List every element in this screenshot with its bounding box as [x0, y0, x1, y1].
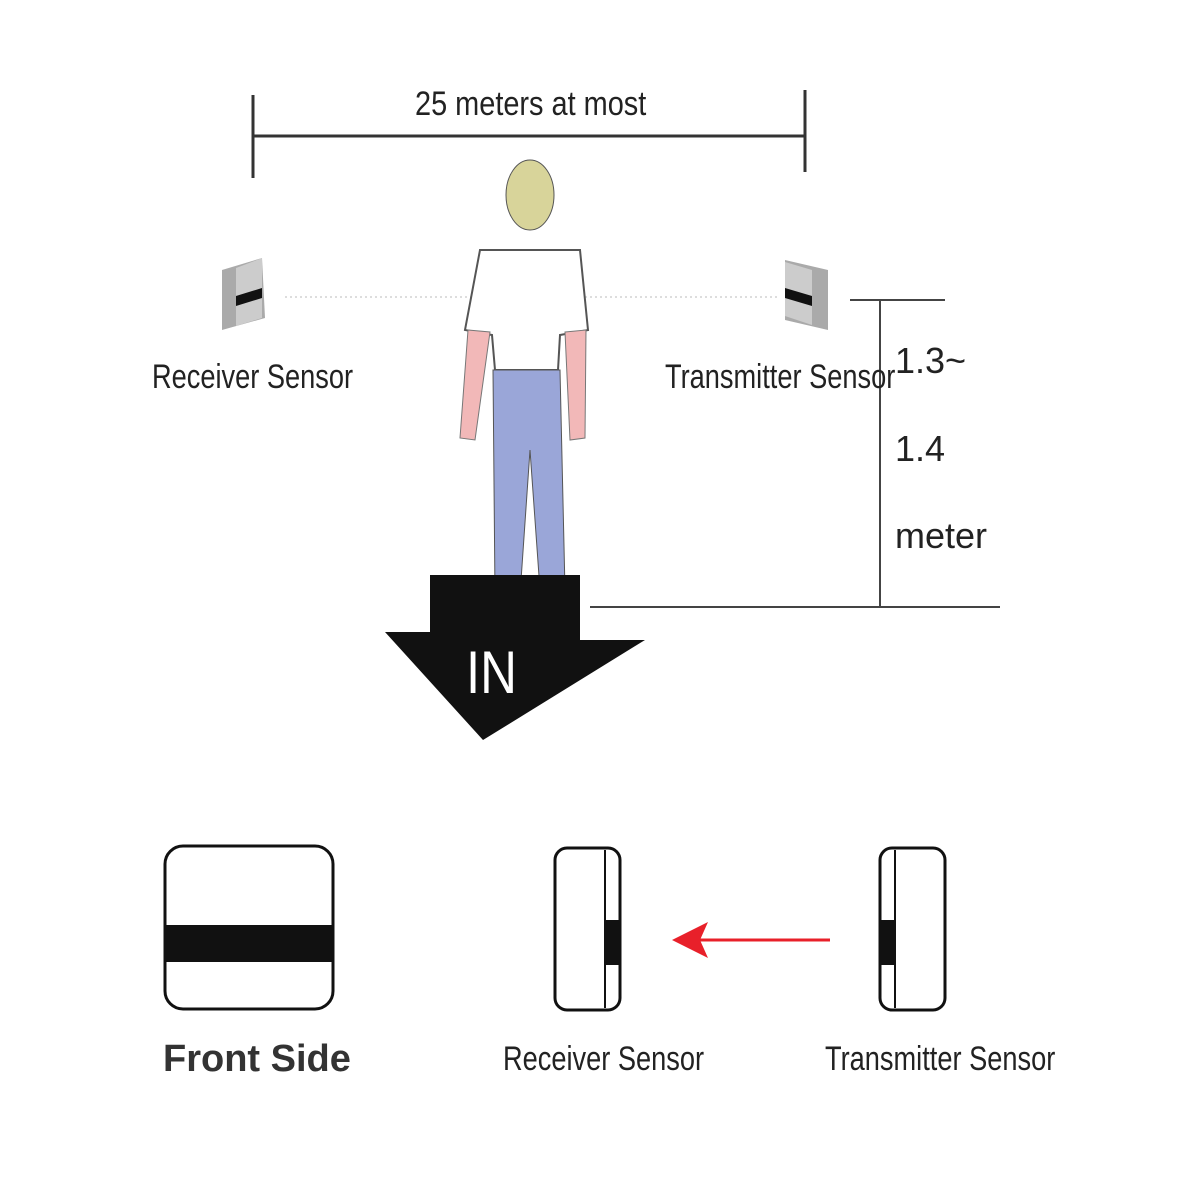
in-direction-arrow	[385, 575, 645, 740]
height-label-line3: meter	[895, 515, 988, 556]
height-label-line2: 1.4	[895, 428, 946, 469]
person-illustration	[459, 159, 590, 596]
transmitter-sensor-top-icon	[785, 260, 828, 330]
front-side-label: Front Side	[163, 1038, 351, 1080]
receiver-sensor-top-icon	[222, 258, 265, 330]
distance-label: 25 meters at most	[415, 85, 647, 123]
receiver-label-bottom: Receiver Sensor	[503, 1040, 705, 1078]
transmitter-label-bottom: Transmitter Sensor	[825, 1040, 1056, 1078]
transmitter-sensor-side-icon	[878, 846, 947, 1012]
height-label-line1: 1.3~	[895, 340, 967, 381]
front-side-icon	[163, 844, 335, 1011]
signal-arrow	[672, 922, 830, 958]
height-dimension	[590, 299, 1000, 608]
receiver-sensor-side-icon	[553, 846, 622, 1012]
distance-dimension	[251, 90, 807, 178]
in-label: IN	[466, 639, 517, 706]
transmitter-label-top: Transmitter Sensor	[665, 358, 896, 396]
receiver-label-top: Receiver Sensor	[152, 358, 354, 396]
